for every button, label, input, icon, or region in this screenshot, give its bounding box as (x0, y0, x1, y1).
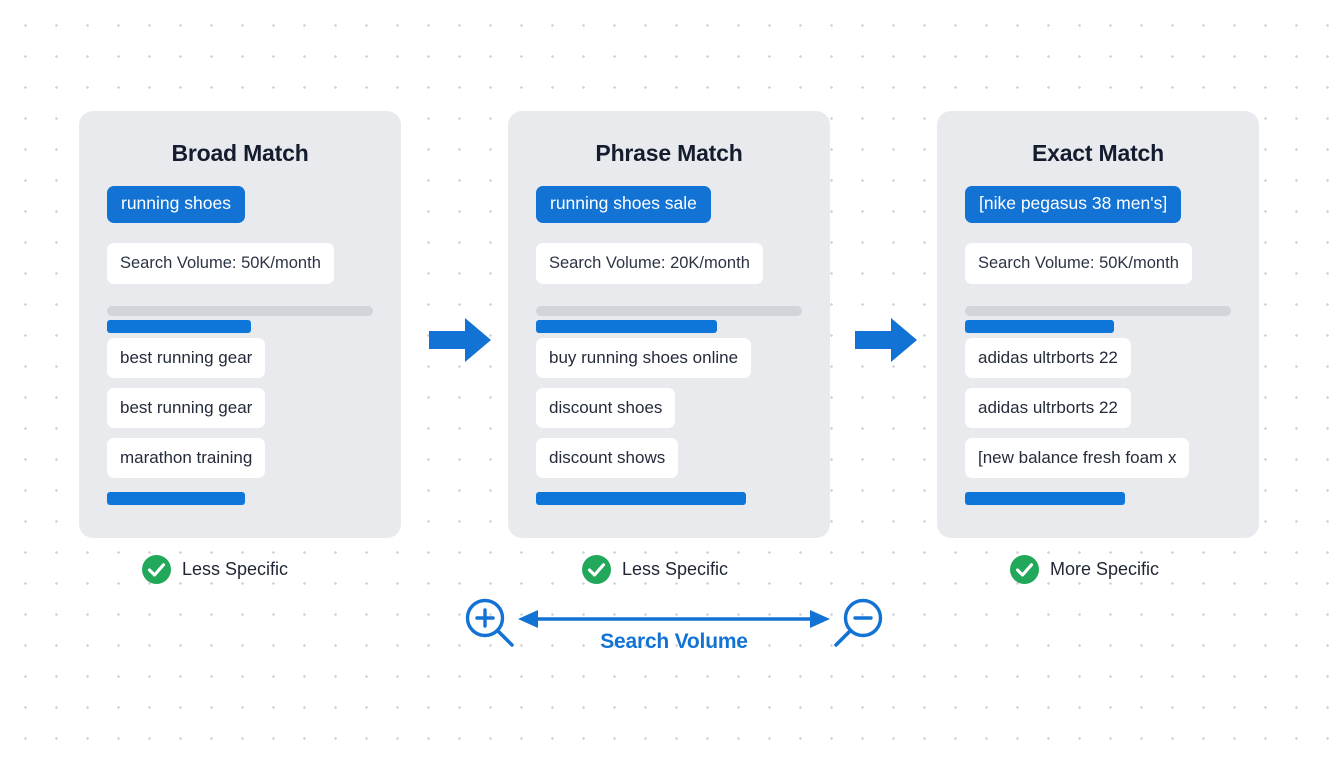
list-item[interactable]: best running gear (107, 388, 266, 428)
card-title: Exact Match (1031, 140, 1164, 166)
magnifier-minus-icon (830, 596, 886, 652)
bidirectional-arrow-icon (518, 606, 830, 632)
list-item[interactable]: best running gear (107, 338, 266, 378)
list-item[interactable]: adidas ultrborts 22 (965, 388, 1131, 428)
flow-arrow-right-icon (855, 318, 917, 362)
related-terms-list: best running gear best running gear mara… (107, 338, 373, 478)
volume-bar-fill (965, 320, 1114, 333)
specificity-phrase: Less Specific (582, 555, 728, 584)
check-circle-icon (142, 555, 171, 584)
check-circle-icon (582, 555, 611, 584)
list-item[interactable]: adidas ultrborts 22 (965, 338, 1131, 378)
search-volume-scale: Search Volume (462, 596, 886, 668)
match-card-broad[interactable]: Broad Match running shoes Search Volume:… (79, 111, 401, 538)
list-item[interactable]: discount shows (536, 438, 679, 478)
search-volume-box: Search Volume: 50K/month (107, 242, 334, 284)
specificity-label: Less Specific (622, 559, 729, 579)
specificity-label: More Specific (1050, 559, 1160, 579)
list-item[interactable]: [new balance fresh foam x (965, 438, 1190, 478)
match-type-cards: Broad Match running shoes Search Volume:… (79, 111, 1259, 538)
scale-label: Search Volume (600, 630, 748, 653)
keyword-pill[interactable]: running shoes (107, 186, 245, 223)
match-card-phrase[interactable]: Phrase Match running shoes sale Search V… (508, 111, 830, 538)
list-item[interactable]: discount shoes (536, 388, 676, 428)
keyword-pill[interactable]: running shoes sale (536, 186, 711, 223)
volume-bar-fill (536, 320, 717, 333)
volume-bar-track (107, 306, 373, 316)
list-item[interactable]: marathon training (107, 438, 266, 478)
search-volume-box: Search Volume: 50K/month (965, 242, 1192, 284)
match-strength-bar (965, 492, 1125, 505)
card-title: Broad Match (171, 140, 309, 166)
keyword-pill[interactable]: [nike pegasus 38 men's] (965, 186, 1182, 223)
related-terms-list: buy running shoes online discount shoes … (536, 338, 802, 478)
specificity-label: Less Specific (182, 559, 289, 579)
check-circle-icon (1010, 555, 1039, 584)
magnifier-plus-icon (462, 596, 518, 652)
flow-arrow-right-icon (429, 318, 491, 362)
match-card-exact[interactable]: Exact Match [nike pegasus 38 men's] Sear… (937, 111, 1259, 538)
match-strength-bar (107, 492, 246, 505)
volume-bar-track (965, 306, 1231, 316)
specificity-broad: Less Specific (142, 555, 288, 584)
match-strength-bar (536, 492, 747, 505)
search-volume-box: Search Volume: 20K/month (536, 242, 763, 284)
card-title: Phrase Match (595, 140, 743, 166)
list-item[interactable]: buy running shoes online (536, 338, 752, 378)
related-terms-list: adidas ultrborts 22 adidas ultrborts 22 … (965, 338, 1231, 478)
specificity-exact: More Specific (1010, 555, 1159, 584)
volume-bar-track (536, 306, 802, 316)
volume-bar-fill (107, 320, 251, 333)
